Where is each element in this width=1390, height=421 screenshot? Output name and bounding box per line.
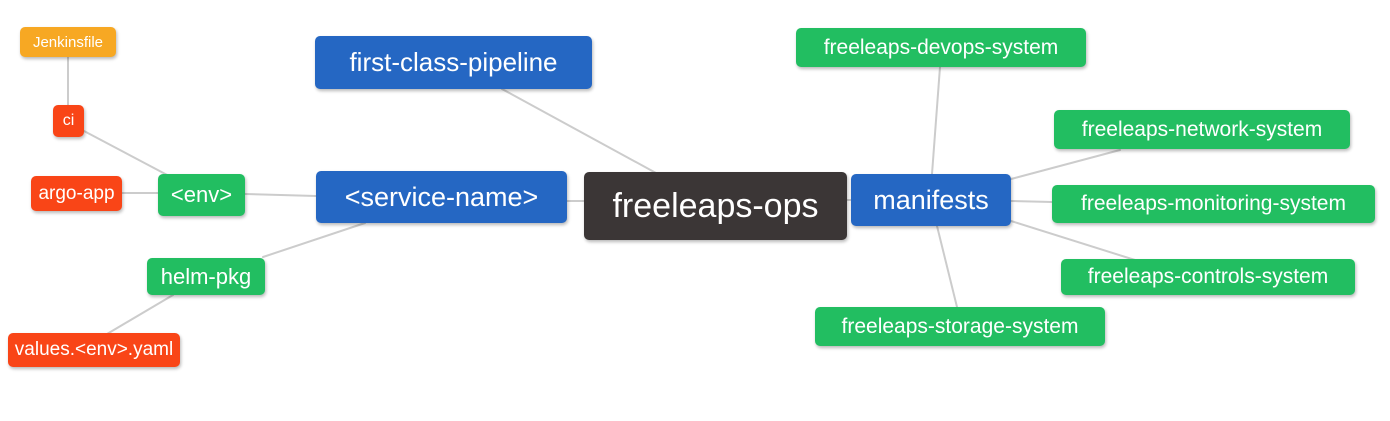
node-freeleaps-ops[interactable]: freeleaps-ops (584, 172, 847, 240)
node-ci[interactable]: ci (53, 105, 84, 137)
edge-manifests-storage-system (936, 225, 958, 308)
edge-manifests-devops-system (931, 66, 941, 175)
edge-manifests-network-system (1010, 149, 1121, 180)
edge-manifests-monitoring-system (1010, 200, 1053, 203)
node-jenkinsfile[interactable]: Jenkinsfile (20, 27, 116, 57)
node-service-name[interactable]: <service-name> (316, 171, 567, 223)
node-argo-app[interactable]: argo-app (31, 176, 122, 211)
node-first-class-pipeline[interactable]: first-class-pipeline (315, 36, 592, 89)
node-manifests[interactable]: manifests (851, 174, 1011, 226)
node-freeleaps-controls-system[interactable]: freeleaps-controls-system (1061, 259, 1355, 295)
edge-env-service-name (244, 193, 317, 197)
edge-helm-pkg-values-env-yaml (106, 294, 174, 335)
node-freeleaps-devops-system[interactable]: freeleaps-devops-system (796, 28, 1086, 67)
node-env[interactable]: <env> (158, 174, 245, 216)
edge-manifests-controls-system (1010, 220, 1136, 261)
node-freeleaps-storage-system[interactable]: freeleaps-storage-system (815, 307, 1105, 346)
node-helm-pkg[interactable]: helm-pkg (147, 258, 265, 295)
edge-ci-env (83, 130, 172, 178)
edge-pipeline-freeleaps-ops (501, 88, 657, 174)
node-freeleaps-monitoring-system[interactable]: freeleaps-monitoring-system (1052, 185, 1375, 223)
node-values-env-yaml[interactable]: values.<env>.yaml (8, 333, 180, 367)
edge-service-name-helm-pkg (262, 222, 366, 258)
node-freeleaps-network-system[interactable]: freeleaps-network-system (1054, 110, 1350, 149)
